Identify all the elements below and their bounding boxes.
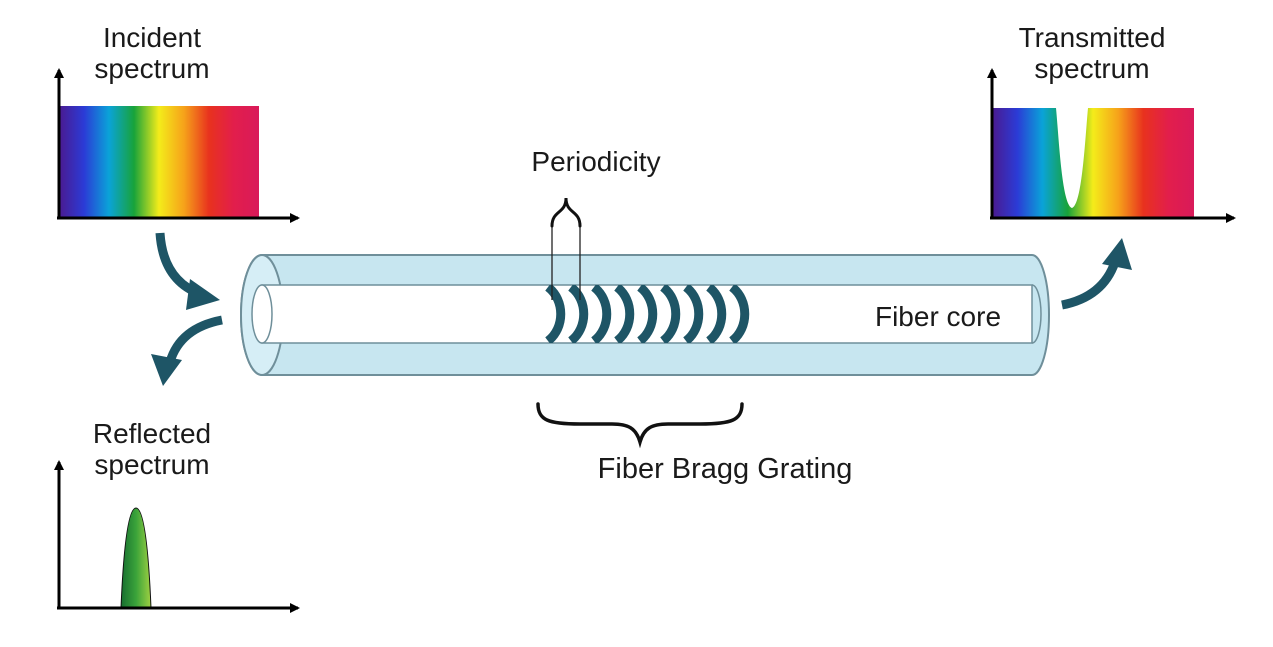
- periodicity-label: Periodicity: [531, 146, 661, 177]
- transmitted-arrow: [1061, 238, 1132, 310]
- incident-spectrum: [54, 68, 300, 223]
- incident-label-line-2: spectrum: [94, 53, 210, 85]
- grating-line: [659, 285, 681, 343]
- optical-fiber: [240, 254, 1050, 376]
- reflected-label-line-2: spectrum: [94, 449, 210, 481]
- periodicity-marker: [550, 197, 582, 300]
- transmitted-label: Transmitted spectrum: [992, 22, 1192, 85]
- fiber-core-face: [251, 284, 273, 344]
- reflected-label-line-1: Reflected: [92, 418, 212, 449]
- grating-line: [728, 285, 750, 343]
- incident-arrow: [155, 232, 220, 310]
- transmitted-label-line-1: Transmitted: [1018, 22, 1166, 53]
- incident-spectrum-band: [59, 106, 259, 218]
- grating-line: [705, 285, 727, 343]
- reflected-spectrum: [54, 460, 300, 613]
- reflected-peak: [120, 507, 152, 609]
- reflected-arrow: [151, 315, 223, 386]
- transmitted-spectrum-band: [992, 108, 1194, 218]
- incident-label-line-1: Incident: [102, 22, 202, 53]
- fiber-core-label: Fiber core: [874, 301, 1002, 332]
- reflected-label: Reflected spectrum: [62, 418, 242, 481]
- fiber-core-end: [1031, 284, 1042, 344]
- grating-line: [613, 285, 635, 343]
- grating-line: [567, 285, 589, 343]
- periodicity-brace: [550, 197, 582, 228]
- incident-label: Incident spectrum: [62, 22, 242, 85]
- grating-line: [636, 285, 658, 343]
- grating-line: [682, 285, 704, 343]
- transmitted-spectrum: [987, 68, 1236, 223]
- grating-label: Fiber Bragg Grating: [597, 453, 853, 485]
- grating-brace: [536, 402, 744, 449]
- grating-line: [590, 285, 612, 343]
- transmitted-label-line-2: spectrum: [1034, 53, 1150, 85]
